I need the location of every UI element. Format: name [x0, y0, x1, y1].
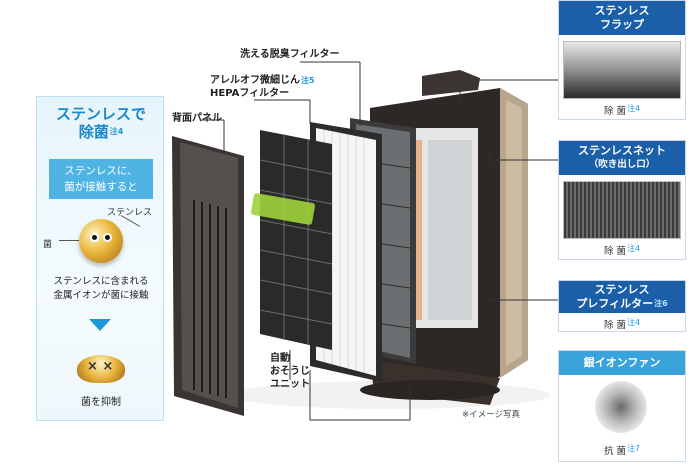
top-handle [422, 70, 480, 96]
footer-text: 抗 菌 [603, 446, 626, 457]
auto-line2: おそうじ [270, 366, 310, 377]
hepa-note: 注5 [301, 76, 315, 85]
germ-blob [77, 355, 125, 383]
fan-icon [595, 381, 647, 433]
panel-footer: 抗 菌注7 [559, 443, 685, 457]
hepa-line1: アレルオフ微細じん [210, 75, 300, 86]
footer-note: 注7 [626, 444, 641, 453]
auto-line1: 自動 [270, 353, 290, 364]
germ-character-icon [79, 219, 123, 263]
leader-lines [200, 61, 558, 421]
footer-note: 注4 [626, 104, 641, 113]
panel-title-line2: フラップ [600, 18, 644, 31]
feature-panel-fan: 銀イオンファン 抗 菌注7 [558, 350, 686, 462]
result-text: 菌を抑制 [81, 397, 121, 408]
panel-header: ステンレス フラップ [559, 1, 685, 35]
pre-filter [251, 130, 333, 350]
auto-cleaning-brush [251, 193, 315, 225]
eye-icon [90, 233, 99, 242]
panel-footer: 除 菌注4 [559, 243, 685, 257]
title-line1: ステンレスで [55, 105, 146, 123]
label-hepa: アレルオフ微細じん注5 HEPAフィルター [210, 74, 315, 100]
panel-header: ステンレス プレフィルター注6 [559, 281, 685, 313]
panel-footer: 除 菌注4 [559, 317, 685, 331]
image-note: ※イメージ写真 [462, 410, 520, 420]
auto-line3: ユニット [270, 379, 310, 390]
arrow-down-icon [89, 319, 111, 331]
label-auto-cleaning-unit: 自動 おそうじ ユニット [270, 352, 310, 391]
feature-panel-net: ステンレスネット （吹き出し口） 除 菌注4 [558, 140, 686, 260]
suppressed-germ-icon: × × [75, 345, 127, 385]
panel-header: ステンレスネット （吹き出し口） [559, 141, 685, 175]
label-stainless: ステンレス [107, 208, 153, 218]
panel-title-line1: 銀イオンファン [583, 356, 661, 369]
feature-panel-prefilter: ステンレス プレフィルター注6 除 菌注4 [558, 280, 686, 332]
flap-photo [563, 41, 681, 99]
footer-note: 注4 [626, 244, 641, 253]
panel-title-line2: （吹き出し口） [588, 159, 656, 170]
panel-title: ステンレスで 除菌注4 [37, 105, 165, 141]
desc-line1: ステンレスに含まれる [53, 276, 149, 287]
panel-header: 銀イオンファン [559, 351, 685, 375]
title-note: 注4 [109, 127, 124, 136]
panel-title-line2: プレフィルター [576, 297, 654, 310]
panel-title-line1: ステンレス [594, 4, 650, 17]
label-germ: 菌 [43, 240, 53, 250]
x-marks: × × [87, 359, 114, 374]
label-washable-filter: 洗える脱臭フィルター [240, 49, 340, 60]
desc-line2: 金属イオンが菌に接触 [53, 290, 149, 301]
label-back-panel: 背面パネル [172, 113, 222, 124]
panel-footer: 除 菌注4 [559, 103, 685, 117]
footer-text: 除 菌 [603, 106, 626, 117]
feature-panel-flap: ステンレス フラップ 除 菌注4 [558, 0, 686, 120]
eye-icon [103, 233, 112, 242]
back-panel [172, 136, 244, 416]
caption-line1: ステンレスに、 [64, 165, 138, 177]
germ-pointer-line [59, 240, 79, 241]
panel-title-line1: ステンレス [594, 283, 650, 296]
footer-text: 除 菌 [603, 320, 626, 331]
hepa-line2: HEPAフィルター [210, 88, 290, 99]
footer-note: 注4 [626, 318, 641, 327]
panel-title-line1: ステンレスネット [578, 144, 666, 157]
net-photo [563, 181, 681, 239]
panel-title-note: 注6 [654, 299, 668, 308]
footer-text: 除 菌 [603, 246, 626, 257]
title-line2: 除菌 [78, 123, 109, 141]
purifier-exploded-illustration [172, 61, 558, 421]
caption-line2: 菌が接触すると [64, 181, 138, 193]
caption-box: ステンレスに、 菌が接触すると [49, 159, 153, 199]
stainless-info-panel: ステンレスで 除菌注4 ステンレスに、 菌が接触すると ステンレス 菌 ステンレ… [36, 96, 164, 421]
description: ステンレスに含まれる 金属イオンが菌に接触 [37, 275, 165, 303]
